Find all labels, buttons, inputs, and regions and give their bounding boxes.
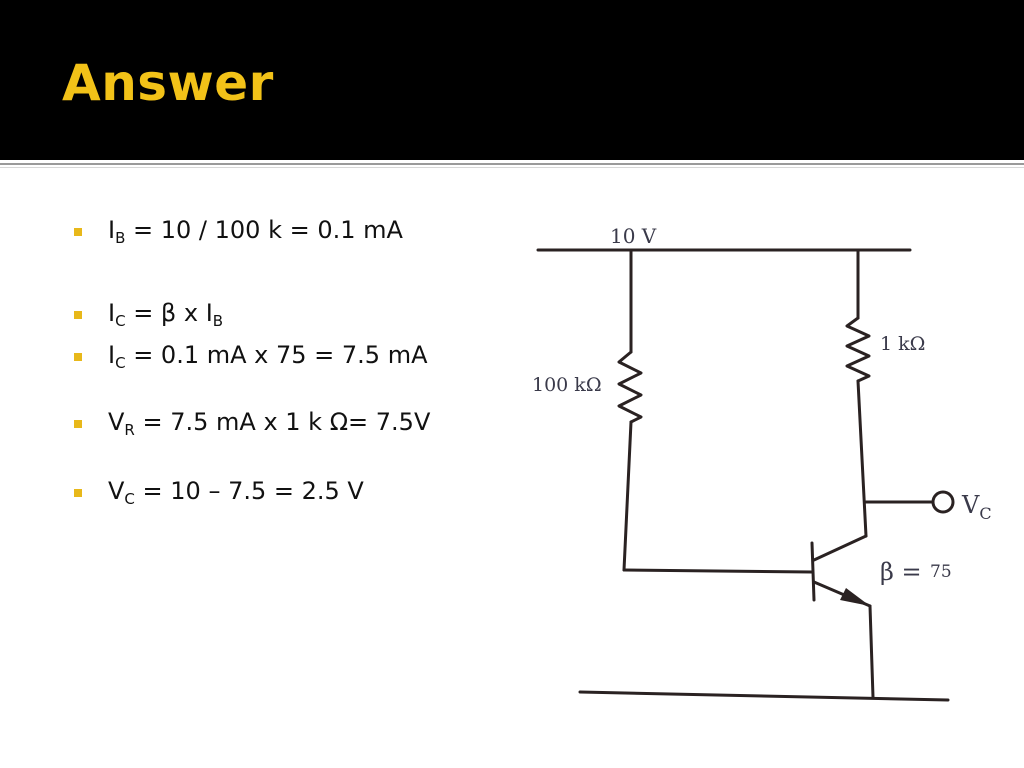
bullet-marker <box>74 489 82 497</box>
output-label: VC <box>961 491 992 523</box>
bullet-symbol: I <box>108 216 116 244</box>
bullet-text: = 0.1 mA x 75 = 7.5 mA <box>125 341 428 369</box>
transistor-collector <box>812 534 868 562</box>
bullet-text: = 10 – 7.5 = 2.5 V <box>134 477 364 505</box>
ground-rail <box>578 690 950 702</box>
supply-label: 10 V <box>610 224 657 248</box>
emitter-wire <box>868 604 875 699</box>
rc-wire-bottom <box>856 379 868 538</box>
rc-resistor <box>845 316 871 383</box>
transistor-circuit-diagram: 10 V 100 kΩ 1 kΩ VC β = 75 <box>520 200 1024 720</box>
rb-label: 100 kΩ <box>532 374 602 396</box>
header-divider-thin <box>0 167 1024 168</box>
bullet-subscript: C <box>115 312 126 330</box>
bullet-subscript: C <box>124 490 135 508</box>
rc-label: 1 kΩ <box>880 333 925 355</box>
bullet-subscript: R <box>124 421 135 439</box>
bullet-text: = 10 / 100 k = 0.1 mA <box>125 216 403 244</box>
beta-value: 75 <box>930 562 952 582</box>
bullet-symbol: I <box>108 299 116 327</box>
bullet-subscript: C <box>115 354 126 372</box>
bullet-subscript: B <box>115 229 126 247</box>
output-label-main: V <box>961 491 980 519</box>
slide-title: Answer <box>62 54 274 112</box>
bullet-marker <box>74 420 82 428</box>
bullet-symbol: I <box>108 341 116 369</box>
output-terminal <box>931 490 955 514</box>
rb-resistor <box>617 350 643 424</box>
base-wire <box>622 568 814 574</box>
beta-label: β = <box>880 558 922 586</box>
output-label-sub: C <box>979 504 991 523</box>
bullet-marker <box>74 228 82 236</box>
bullet-list: IB = 10 / 100 k = 0.1 mA IC = β x IB IC … <box>74 216 431 508</box>
rb-wire-bottom <box>622 420 633 572</box>
bullet-symbol: V <box>108 477 125 505</box>
transistor-base-bar <box>810 541 816 602</box>
emitter-arrow-icon <box>840 588 870 606</box>
header-divider <box>0 163 1024 165</box>
bullet-text: = 7.5 mA x 1 k Ω= 7.5V <box>134 408 431 436</box>
bullet-marker <box>74 311 82 319</box>
bullet-subscript: B <box>212 312 224 330</box>
bullet-symbol: V <box>108 408 125 436</box>
bullet-text: = β x I <box>125 299 213 327</box>
bullet-marker <box>74 353 82 361</box>
slide-header: Answer <box>0 0 1024 160</box>
